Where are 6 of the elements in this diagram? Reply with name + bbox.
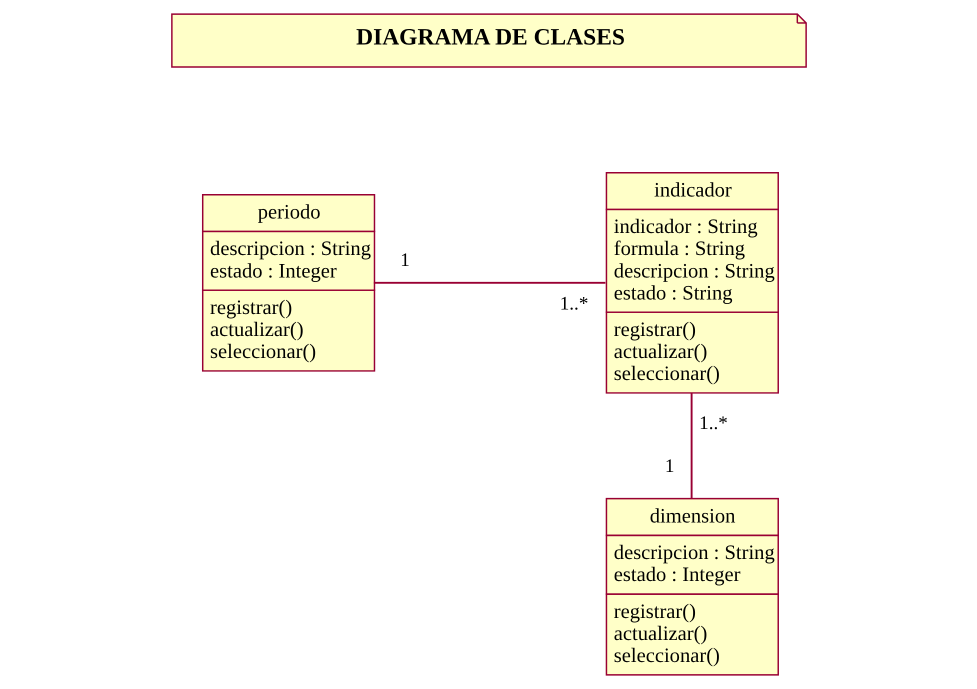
label: 1 [664,456,674,478]
connector [690,392,692,498]
connector [373,282,605,284]
label: 1 [400,250,410,271]
label: 1..* [559,294,588,315]
label: 1..* [698,413,728,434]
